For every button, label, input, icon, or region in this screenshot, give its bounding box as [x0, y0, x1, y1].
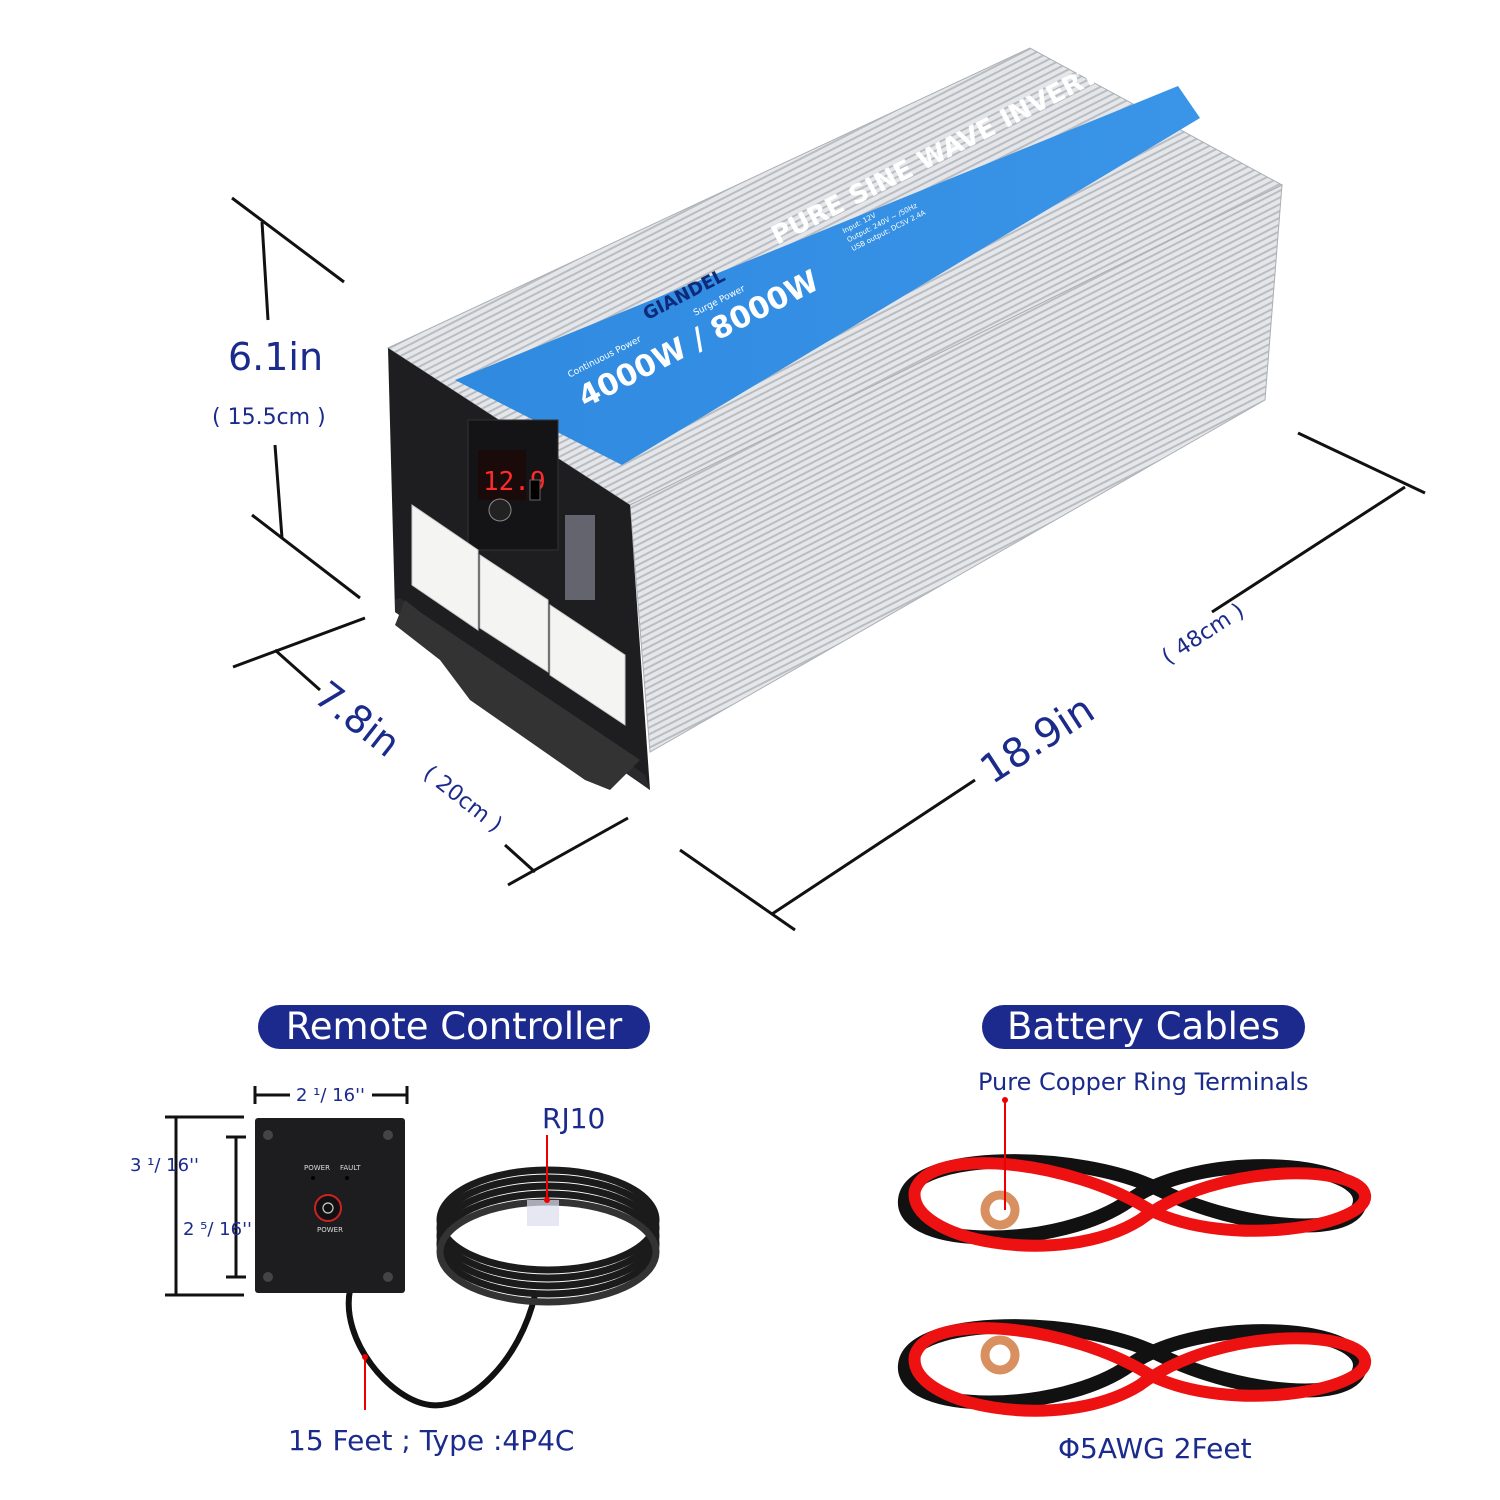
terminal-block: [565, 515, 595, 600]
battery-cable-set: [898, 1154, 1371, 1417]
usb-port: [529, 479, 541, 501]
terminal-note: Pure Copper Ring Terminals: [978, 1068, 1309, 1096]
remote-fault-led-label: FAULT: [340, 1164, 361, 1172]
depth-inches: 7.8in: [306, 672, 408, 765]
remote-cable-note: 15 Feet ; Type :4P4C: [288, 1424, 575, 1457]
depth-cm: ( 20cm ): [418, 761, 506, 838]
battery-cables-title: Battery Cables: [982, 1005, 1305, 1049]
ac-outlet: [549, 604, 626, 726]
dimension-lines: [231, 196, 1426, 932]
ac-outlet: [479, 554, 549, 673]
remote-cable: [345, 1289, 538, 1409]
length-inches: 18.9in: [972, 686, 1102, 793]
power-led: [311, 1176, 315, 1180]
remote-power-led-label: POWER: [304, 1164, 330, 1172]
inverter-side-face: [629, 184, 1283, 753]
model-text: MODEL: PS-4000KUR: [1165, 16, 1234, 56]
led-display: [478, 450, 526, 500]
remote-width: 2 ¹/ 16'': [296, 1085, 365, 1106]
remote-outer-height: 3 ¹/ 16'': [130, 1155, 199, 1176]
base-plate: [395, 600, 640, 790]
remote-controller-title: Remote Controller: [258, 1005, 650, 1049]
rj10-label: RJ10: [542, 1102, 605, 1135]
ac-outlets: [411, 504, 626, 726]
remote-button-label: POWER: [317, 1226, 343, 1234]
inverter: 4000W / 8000W Continuous Power Surge Pow…: [386, 16, 1284, 790]
ring-terminal: [980, 1190, 1020, 1230]
remote-controller: POWER FAULT POWER: [255, 1118, 538, 1409]
power-icon: [322, 1202, 334, 1214]
length-cm: ( 48cm ): [1158, 599, 1249, 670]
ac-outlet: [411, 504, 479, 631]
ring-terminal: [980, 1335, 1020, 1375]
remote-dimension-lines: [165, 1086, 409, 1297]
fault-led: [345, 1176, 349, 1180]
cable-spec: Φ5AWG 2Feet: [1058, 1432, 1252, 1465]
remote-power-button[interactable]: [314, 1194, 342, 1222]
height-inches: 6.1in: [228, 335, 323, 379]
inverter-label: [455, 86, 1200, 465]
power-button-icon[interactable]: [488, 498, 512, 522]
remote-inner-height: 2 ⁵/ 16'': [183, 1219, 252, 1240]
rj10-plug: [527, 1200, 559, 1226]
height-cm: ( 15.5cm ): [212, 405, 326, 430]
